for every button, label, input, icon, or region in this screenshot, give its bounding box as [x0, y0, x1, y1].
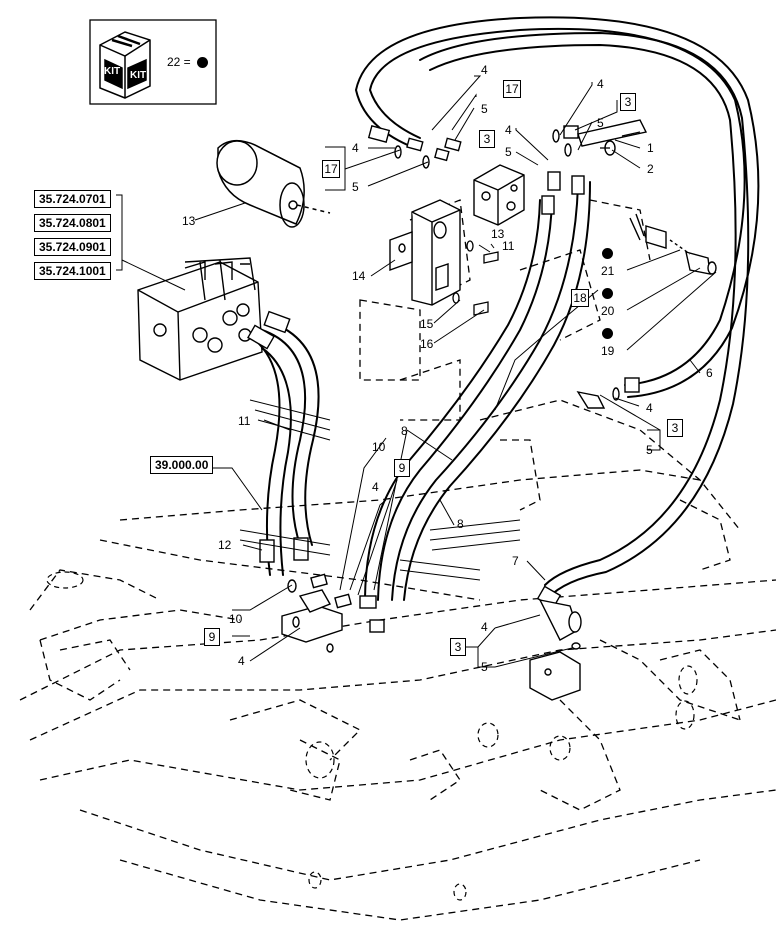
callout-4-e: 4 [646, 401, 653, 415]
callout-13-a: 13 [182, 214, 196, 228]
callout-13-b: 13 [491, 227, 505, 241]
callout-4-g: 4 [238, 654, 245, 668]
callout-box-18: 18 [571, 289, 589, 307]
callout-box-3-bottom: 3 [450, 638, 466, 656]
callout-4-c: 4 [505, 123, 512, 137]
bolts [452, 131, 641, 316]
filter-body [216, 139, 331, 228]
callout-11-a: 11 [502, 239, 515, 253]
callout-19: 19 [601, 344, 615, 358]
callout-8-a: 8 [401, 424, 408, 438]
callout-21: 21 [601, 264, 615, 278]
callout-5-d: 5 [352, 180, 359, 194]
chassis-outline [19, 199, 776, 921]
callout-4-d: 4 [352, 141, 359, 155]
kit-legend-frame [89, 19, 217, 105]
kit-legend-text: 22 = [167, 55, 191, 69]
mounting-bracket [389, 199, 461, 306]
callout-2: 2 [647, 162, 654, 176]
distribution-block [473, 164, 525, 226]
callout-5-f: 5 [481, 660, 488, 674]
callout-4-h: 4 [481, 620, 488, 634]
callout-5-b: 5 [597, 116, 604, 130]
lower-fittings [529, 387, 620, 701]
kit-cube-icon [99, 31, 151, 99]
callout-10-b: 10 [229, 612, 243, 626]
callout-7: 7 [512, 554, 519, 568]
callout-11-b: 11 [238, 414, 251, 428]
callout-16: 16 [420, 337, 434, 351]
callout-box-3-mid: 3 [479, 130, 495, 148]
kit-label-left: KIT [104, 66, 121, 77]
callout-5-c: 5 [505, 145, 512, 159]
callout-box-9-mid: 9 [394, 459, 410, 477]
leader-lines [116, 75, 717, 668]
callout-10-a: 10 [372, 440, 386, 454]
reference-39-000-00[interactable]: 39.000.00 [150, 456, 214, 474]
callout-12: 12 [218, 538, 232, 552]
callout-box-17-left: 17 [322, 160, 340, 178]
sensor-group [629, 213, 717, 275]
callout-6: 6 [706, 366, 713, 380]
callout-box-3-right: 3 [667, 419, 683, 437]
fittings-top [394, 119, 648, 169]
reference-35-724-0801[interactable]: 35.724.0801 [34, 214, 111, 232]
lower-manifold [281, 573, 352, 653]
control-valve [137, 257, 263, 381]
callout-4-b: 4 [597, 77, 604, 91]
kit-dot-20 [602, 288, 613, 299]
reference-35-724-0901[interactable]: 35.724.0901 [34, 238, 111, 256]
callout-8-b: 8 [457, 517, 464, 531]
chassis-holes [46, 571, 698, 901]
kit-dot-21 [602, 248, 613, 259]
kit-label-right: KIT [130, 70, 147, 81]
callout-4-a: 4 [481, 63, 488, 77]
hose-ends [247, 125, 640, 633]
callout-box-3-top: 3 [620, 93, 636, 111]
callout-4-f: 4 [372, 480, 379, 494]
callout-14: 14 [352, 269, 366, 283]
reference-35-724-1001[interactable]: 35.724.1001 [34, 262, 111, 280]
callout-20: 20 [601, 304, 615, 318]
shade-ribbons [239, 399, 521, 581]
callout-15: 15 [420, 317, 434, 331]
callout-box-9-low: 9 [204, 628, 220, 646]
reference-35-724-0701[interactable]: 35.724.0701 [34, 190, 111, 208]
callout-1: 1 [647, 141, 654, 155]
callout-5-a: 5 [481, 102, 488, 116]
callout-box-17-top: 17 [503, 80, 521, 98]
kit-dot-icon [197, 57, 208, 68]
kit-dot-19 [602, 328, 613, 339]
hoses [254, 16, 760, 601]
callout-5-e: 5 [646, 443, 653, 457]
